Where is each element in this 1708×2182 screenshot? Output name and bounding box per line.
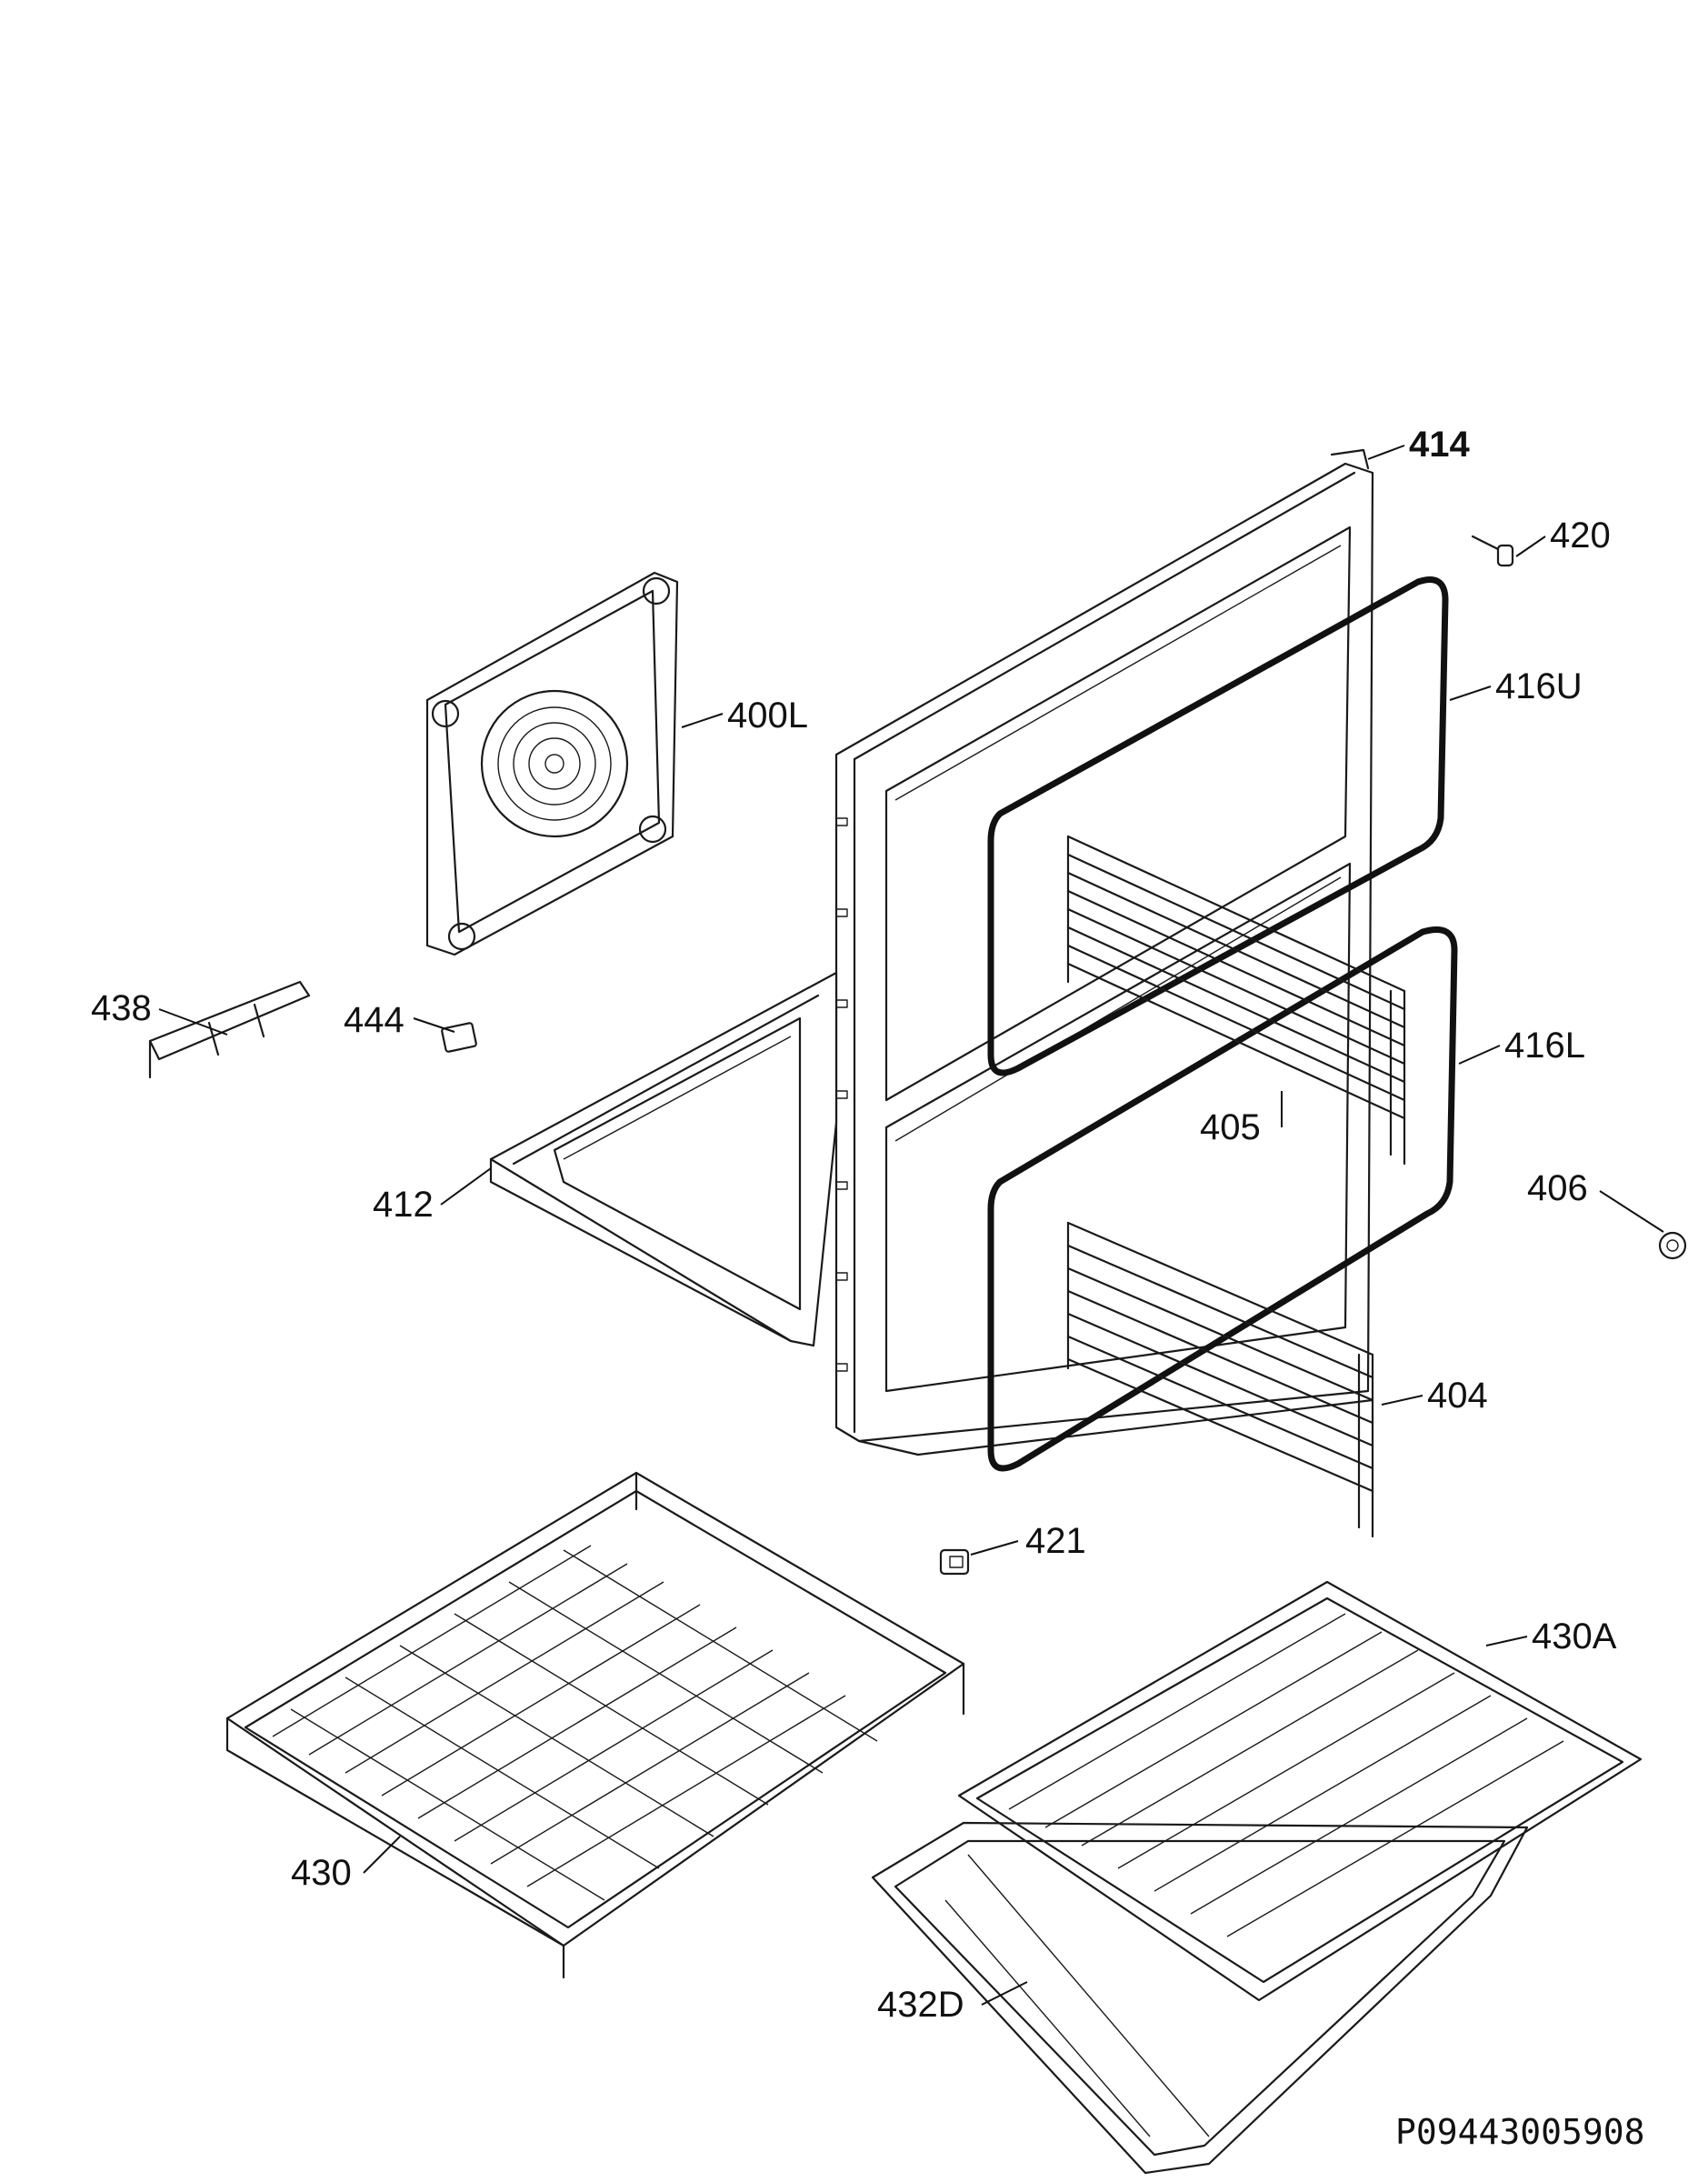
label-432D: 432D bbox=[877, 1985, 964, 2025]
label-421: 421 bbox=[1025, 1521, 1086, 1561]
drawing-code: P09443005908 bbox=[1395, 2112, 1645, 2152]
label-416U: 416U bbox=[1495, 666, 1583, 706]
nut-406 bbox=[1658, 1231, 1687, 1260]
bracket-438 bbox=[148, 980, 311, 1079]
label-404: 404 bbox=[1427, 1376, 1488, 1416]
screw-420 bbox=[1471, 535, 1514, 567]
label-400L: 400L bbox=[727, 696, 808, 736]
lower-shelf-support-404 bbox=[1066, 1221, 1374, 1538]
leader-lines bbox=[158, 445, 1664, 2006]
label-406: 406 bbox=[1527, 1168, 1588, 1208]
clip-444 bbox=[441, 1022, 477, 1053]
label-430A: 430A bbox=[1532, 1616, 1617, 1657]
baking-tray-432D bbox=[871, 1821, 1529, 2175]
upper-seal-416U bbox=[987, 576, 1449, 1076]
label-430: 430 bbox=[291, 1853, 352, 1893]
bottom-plate-412 bbox=[489, 971, 838, 1347]
label-444: 444 bbox=[344, 1000, 405, 1040]
label-412: 412 bbox=[373, 1185, 434, 1225]
lower-seal-416L bbox=[987, 926, 1458, 1472]
grill-rack-430A bbox=[957, 1580, 1643, 2002]
lamp-holder-421 bbox=[939, 1548, 970, 1576]
label-420: 420 bbox=[1550, 515, 1611, 556]
wire-shelf-430 bbox=[225, 1471, 965, 1979]
upper-shelf-support-405 bbox=[1066, 835, 1406, 1166]
label-416L: 416L bbox=[1504, 1026, 1585, 1066]
label-405: 405 bbox=[1200, 1107, 1261, 1147]
oven-cavity-414 bbox=[834, 448, 1374, 1456]
fan-cover-400L bbox=[425, 571, 679, 956]
label-414: 414 bbox=[1409, 425, 1470, 465]
label-438: 438 bbox=[91, 988, 152, 1028]
